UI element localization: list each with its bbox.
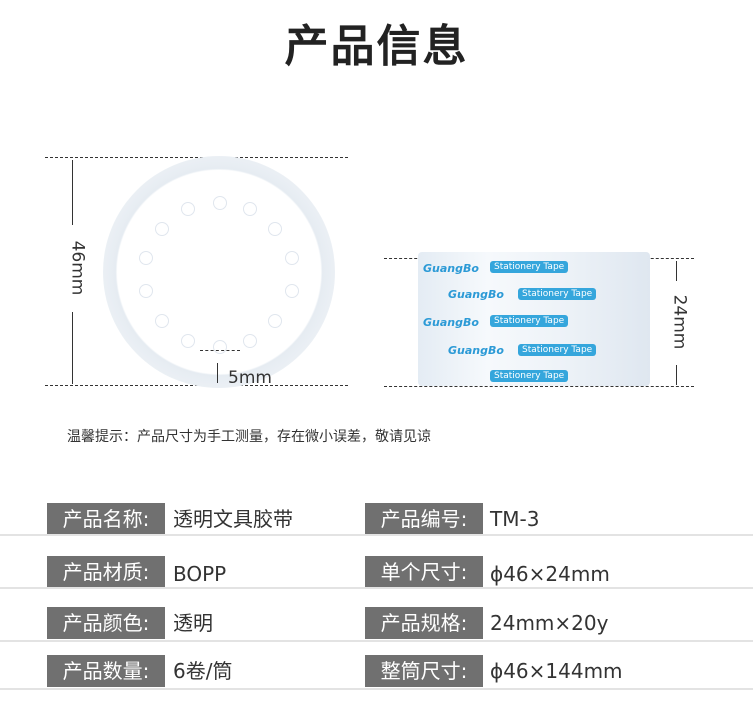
spec-label: 产品规格: [365, 607, 483, 639]
tag-print: Stationery Tape [490, 261, 569, 273]
width-guide-bottom [384, 386, 694, 387]
row-divider [0, 688, 753, 690]
core-wall-label: 5mm [228, 368, 272, 388]
width-arrow-down [676, 261, 677, 281]
brand-print: GuangBo [423, 262, 479, 275]
diameter-label: 46mm [67, 240, 88, 296]
tag-print: Stationery Tape [490, 315, 569, 327]
spec-value: BOPP [173, 562, 227, 586]
tag-print: Stationery Tape [518, 344, 597, 356]
row-divider [0, 534, 753, 536]
spec-label: 产品材质: [47, 556, 165, 588]
width-label: 24mm [669, 294, 690, 350]
row-divider [0, 640, 753, 642]
measurement-tip: 温馨提示：产品尺寸为手工测量，存在微小误差，敬请见谅 [67, 429, 431, 445]
spec-label: 产品编号: [365, 503, 483, 535]
spec-value: ϕ46×24mm [490, 562, 610, 586]
spec-value: 24mm×20y [490, 611, 609, 635]
spec-value: ϕ46×144mm [490, 659, 623, 683]
spec-label: 产品数量: [47, 655, 165, 687]
brand-print: GuangBo [448, 344, 504, 357]
core-guide [200, 350, 240, 351]
spec-label: 产品颜色: [47, 607, 165, 639]
spec-label: 整筒尺寸: [365, 655, 483, 687]
spec-value: 透明文具胶带 [173, 507, 293, 531]
width-arrow-up [676, 365, 677, 385]
spec-label: 产品名称: [47, 503, 165, 535]
core-arrow [217, 363, 218, 383]
tape-ring-image [103, 156, 335, 388]
dimension-arrow-up [72, 160, 73, 225]
brand-print: GuangBo [448, 288, 504, 301]
tag-print: Stationery Tape [518, 288, 597, 300]
spec-label: 单个尺寸: [365, 556, 483, 588]
spec-value: 透明 [173, 611, 213, 635]
spec-value: TM-3 [490, 507, 540, 531]
brand-print: GuangBo [423, 316, 479, 329]
tape-side-image: GuangBo Stationery Tape GuangBo Statione… [418, 252, 650, 386]
spec-value: 6卷/筒 [173, 659, 233, 683]
row-divider [0, 587, 753, 589]
page-title: 产品信息 [284, 21, 469, 72]
tag-print: Stationery Tape [490, 370, 569, 382]
dimension-arrow-down [72, 312, 73, 384]
